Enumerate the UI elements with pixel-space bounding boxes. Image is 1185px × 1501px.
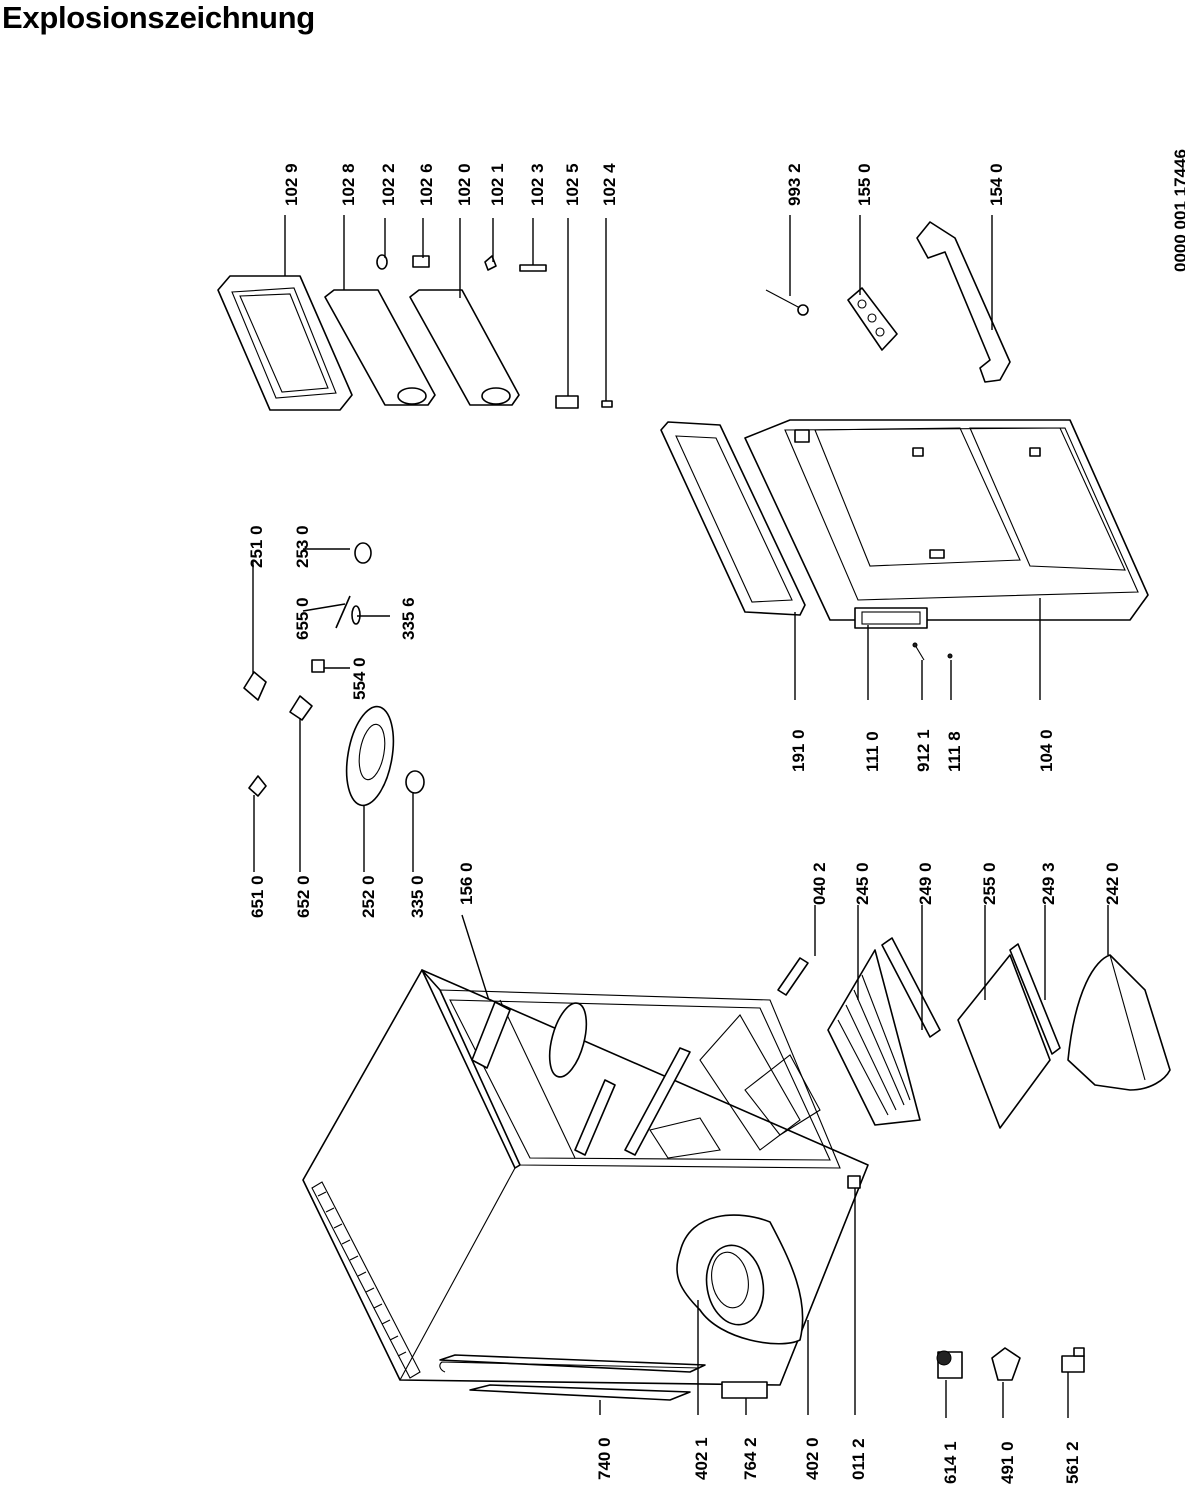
- document-code: 0000 001 17446: [1171, 149, 1185, 272]
- part-label-3356: 335 6: [399, 597, 418, 640]
- part-label-1110: 111 0: [863, 731, 882, 772]
- freezer-door-inner-panel-part: [409, 289, 520, 406]
- crisper-drawer-part: [1067, 954, 1171, 1091]
- part-label-9932: 993 2: [785, 163, 804, 206]
- shelf-trim-part: [881, 937, 941, 1038]
- lamp-cover-part: [345, 705, 425, 807]
- part-label-5540: 554 0: [350, 657, 369, 700]
- part-label-9121: 912 1: [914, 729, 933, 772]
- door-handle-part: [916, 221, 1011, 383]
- cover-part: [991, 1347, 1021, 1381]
- part-label-2520: 252 0: [359, 875, 378, 918]
- door-seal-part: [660, 421, 806, 616]
- door-shelf-part: [854, 607, 928, 629]
- part-label-1026: 102 6: [417, 163, 436, 206]
- wire-shelf-part: [827, 949, 921, 1126]
- part-label-2490: 249 0: [916, 862, 935, 905]
- freezer-door-frame-part: [217, 275, 353, 411]
- part-label-1021: 102 1: [488, 163, 507, 206]
- part-label-1024: 102 4: [600, 163, 619, 206]
- part-label-1025: 102 5: [563, 163, 582, 206]
- part-label-1020: 102 0: [455, 163, 474, 206]
- cabinet-feet: [721, 957, 861, 1399]
- part-label-0402: 040 2: [810, 862, 829, 905]
- part-label-2510: 251 0: [247, 525, 266, 568]
- glass-shelf-part: [957, 943, 1061, 1129]
- part-label-1540: 154 0: [987, 163, 1006, 206]
- page-title: Explosionszeichnung: [2, 0, 315, 35]
- part-label-1023: 102 3: [528, 163, 547, 206]
- part-label-6510: 651 0: [248, 875, 267, 918]
- thermostat-sensor-part: [765, 289, 809, 316]
- door-inner-liner-part: [744, 419, 1149, 621]
- part-label-4020: 402 0: [803, 1437, 822, 1480]
- relay-part: [936, 1350, 963, 1379]
- part-label-1550: 155 0: [855, 163, 874, 206]
- part-label-7400: 740 0: [595, 1437, 614, 1480]
- part-label-1910: 191 0: [789, 729, 808, 772]
- part-label-4021: 402 1: [692, 1437, 711, 1480]
- thermostat-parts: [243, 542, 372, 797]
- freezer-door-panel-part: [324, 289, 436, 406]
- part-label-2530: 253 0: [293, 525, 312, 568]
- cabinet-body: [302, 969, 869, 1401]
- door-screws-part: [912, 642, 953, 661]
- part-label-5612: 561 2: [1063, 1441, 1082, 1484]
- part-label-1028: 102 8: [339, 163, 358, 206]
- part-label-1022: 102 2: [379, 163, 398, 206]
- part-label-6550: 655 0: [293, 597, 312, 640]
- part-label-4910: 491 0: [998, 1441, 1017, 1484]
- part-label-6520: 652 0: [294, 875, 313, 918]
- egg-tray-part: [847, 287, 898, 351]
- part-label-1040: 104 0: [1037, 729, 1056, 772]
- part-label-2450: 245 0: [853, 862, 872, 905]
- part-label-2493: 249 3: [1039, 862, 1058, 905]
- part-label-3350: 335 0: [408, 875, 427, 918]
- part-label-1560: 156 0: [457, 862, 476, 905]
- part-label-1118: 111 8: [945, 731, 964, 772]
- small-door-parts: [376, 254, 613, 409]
- part-label-2420: 242 0: [1103, 862, 1122, 905]
- part-label-1029: 102 9: [282, 163, 301, 206]
- part-label-7642: 764 2: [741, 1437, 760, 1480]
- rear-grille-lines: [317, 1191, 407, 1357]
- part-label-6141: 614 1: [941, 1441, 960, 1484]
- part-label-0112: 011 2: [849, 1438, 868, 1480]
- part-label-2550: 255 0: [980, 862, 999, 905]
- clip-part: [1061, 1347, 1085, 1373]
